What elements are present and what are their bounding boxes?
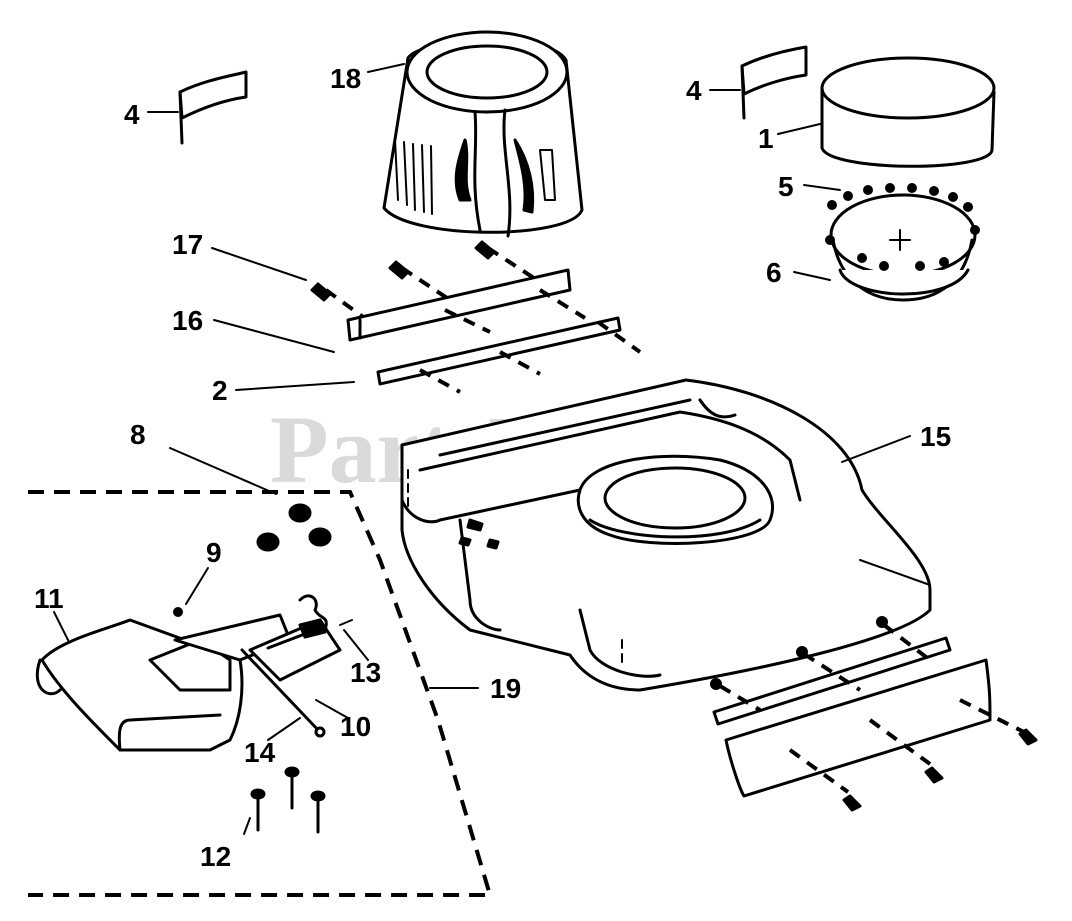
upper-strip-assembly xyxy=(310,240,642,394)
part-1-lid xyxy=(820,56,996,168)
label-part-6: 6 xyxy=(766,257,782,288)
label-part-14: 14 xyxy=(244,737,276,768)
kit-boundary xyxy=(28,490,493,897)
label-part-4-right: 4 xyxy=(686,75,702,106)
label-part-15: 15 xyxy=(920,421,951,452)
part-9-screw xyxy=(173,607,183,617)
part-4-left-tab xyxy=(169,70,248,145)
part-4-right-tab xyxy=(740,45,808,120)
part-15-housing xyxy=(400,378,932,692)
part-14-rod xyxy=(240,648,326,738)
label-part-16: 16 xyxy=(172,305,203,336)
label-part-5: 5 xyxy=(778,171,794,202)
lower-strip-assembly xyxy=(710,616,1038,812)
label-part-4-left: 4 xyxy=(124,99,140,130)
leader-lines xyxy=(53,63,911,835)
part-12-bolts xyxy=(250,766,326,834)
label-part-17: 17 xyxy=(172,229,203,260)
label-part-9: 9 xyxy=(206,537,222,568)
label-part-12: 12 xyxy=(200,841,231,872)
label-part-1: 1 xyxy=(758,123,774,154)
label-part-2: 2 xyxy=(212,375,228,406)
part-18-cover xyxy=(382,30,584,238)
label-part-13: 13 xyxy=(350,657,381,688)
label-part-18: 18 xyxy=(330,63,361,94)
label-part-19: 19 xyxy=(490,673,521,704)
part-8-nuts xyxy=(256,503,332,552)
label-part-8: 8 xyxy=(130,419,146,450)
part-13-hinge xyxy=(248,594,353,682)
label-part-10: 10 xyxy=(340,711,371,742)
part-11-discharge-flap xyxy=(35,613,292,752)
label-part-11: 11 xyxy=(34,583,64,614)
part-5-6-bearing-cup xyxy=(825,183,980,302)
